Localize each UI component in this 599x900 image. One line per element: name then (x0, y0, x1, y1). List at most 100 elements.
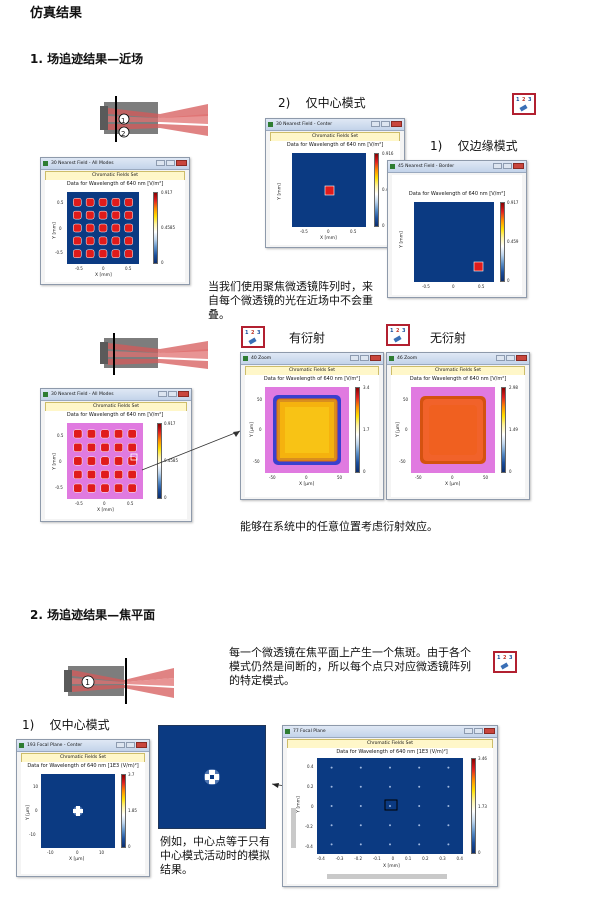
close-button[interactable] (370, 355, 381, 361)
minimize-button[interactable] (350, 355, 359, 361)
x-tick: -0.5 (300, 229, 308, 234)
lens-spot (100, 470, 110, 480)
window-icon (19, 743, 24, 748)
x-tick: 0.1 (404, 856, 412, 861)
close-button[interactable] (178, 391, 189, 397)
colorbar-min: 0 (478, 850, 481, 855)
lens-spot (86, 442, 96, 452)
page-title: 仿真结果 (30, 6, 83, 21)
close-button[interactable] (513, 163, 524, 169)
minimize-button[interactable] (371, 121, 380, 127)
horizontal-scrollbar[interactable] (327, 874, 447, 879)
window-zoom-diffraction[interactable]: 40 Zoom Chromatic Fields Set Data for Wa… (240, 352, 384, 500)
y-tick: -50 (399, 459, 406, 464)
field-plot (67, 192, 139, 264)
close-button[interactable] (136, 742, 147, 748)
window-all-modes-2[interactable]: 30 Nearest Field - All Modes Chromatic F… (40, 388, 192, 522)
window-title: 46 Zoom (397, 356, 418, 361)
lens-spot (124, 249, 133, 258)
lens-spot (85, 198, 95, 207)
marker-2: 2 (121, 130, 126, 138)
lens-spot (73, 223, 82, 233)
x-axis-label: X [µm] (69, 857, 85, 862)
lens-spot (127, 470, 137, 480)
x-axis-label: X [µm] (445, 482, 461, 487)
lens-spot (100, 483, 110, 493)
zoom-marker (384, 799, 398, 811)
x-tick: -0.1 (372, 856, 381, 861)
maximize-button[interactable] (381, 121, 390, 127)
minimize-button[interactable] (493, 163, 502, 169)
plot-unit: [1E3 (V/m)²] (416, 749, 448, 755)
window-title: 30 Nearest Field - Center (276, 122, 333, 127)
lens-spot (100, 429, 110, 439)
maximize-button[interactable] (166, 160, 175, 166)
window-focal-plane[interactable]: 77 Focal Plane Chromatic Fields Set Data… (282, 725, 498, 887)
y-tick: 0 (311, 804, 314, 809)
focal-spot (359, 824, 362, 827)
plot-unit: [V/m²] (147, 181, 164, 187)
field-plot (265, 387, 349, 473)
y-tick: 0 (59, 226, 62, 231)
y-tick: 0.4 (307, 764, 314, 769)
window-title: 30 Nearest Field - All Modes (51, 161, 114, 166)
close-button[interactable] (391, 121, 402, 127)
window-border[interactable]: 45 Nearest Field - Border Data for Wavel… (387, 160, 527, 298)
y-tick: -0.4 (305, 844, 313, 849)
colorbar (501, 387, 506, 473)
maximize-button[interactable] (506, 355, 515, 361)
minimize-button[interactable] (156, 160, 165, 166)
lens-spot (127, 429, 137, 439)
maximize-button[interactable] (503, 163, 512, 169)
plot-unit: [1E3 (V/m)²] (107, 763, 139, 769)
window-all-modes[interactable]: 30 Nearest Field - All Modes Chromatic F… (40, 157, 190, 285)
window-zoom-no-diffraction[interactable]: 46 Zoom Chromatic Fields Set Data for Wa… (386, 352, 530, 500)
x-tick: -0.4 (317, 856, 325, 861)
lens-spot (86, 483, 96, 493)
colorbar-max: 0.917 (507, 200, 519, 205)
vertical-scrollbar[interactable] (291, 808, 296, 848)
colorbar-max: 2.98 (509, 385, 518, 390)
x-tick: 0.2 (422, 856, 429, 861)
focal-spot (447, 785, 450, 788)
focal-spot (330, 805, 333, 807)
focal-spot (359, 785, 362, 788)
minimize-button[interactable] (464, 728, 473, 734)
focal-spot (447, 766, 450, 769)
minimize-button[interactable] (496, 355, 505, 361)
lens-spot (85, 210, 95, 220)
maximize-button[interactable] (126, 742, 135, 748)
x-tick: 0.5 (127, 501, 134, 506)
lens-spot (73, 249, 82, 258)
minimize-button[interactable] (116, 742, 125, 748)
x-axis-label: X [µm] (299, 482, 315, 487)
close-button[interactable] (516, 355, 527, 361)
y-tick: -50 (253, 459, 260, 464)
text-example: 例如，中心点等于只有中心模式活动时的模拟结果。 (160, 835, 270, 876)
close-button[interactable] (176, 160, 187, 166)
colorbar-min: 0 (507, 278, 510, 283)
maximize-button[interactable] (360, 355, 369, 361)
text-spot: 每一个微透镜在焦平面上产生一个焦斑。由于各个模式仍然是间断的，所以每个点只对应微… (229, 646, 471, 687)
plot-unit: [V/m²] (367, 142, 384, 148)
window-center[interactable]: 30 Nearest Field - Center Chromatic Fiel… (265, 118, 405, 248)
maximize-button[interactable] (168, 391, 177, 397)
close-button[interactable] (484, 728, 495, 734)
lens-spot (127, 483, 137, 493)
focal-spot (418, 785, 421, 788)
window-focal-center[interactable]: 193 Focal Plane - Center Chromatic Field… (16, 739, 150, 877)
marker-1: 1 (85, 678, 91, 687)
lens-spot (86, 456, 96, 466)
colorbar (500, 202, 505, 282)
minimize-button[interactable] (158, 391, 167, 397)
x-tick: 0 (327, 229, 330, 234)
lens-spot (86, 429, 96, 439)
lens-spot (114, 483, 124, 493)
x-tick: 0.5 (125, 266, 132, 271)
y-axis-label: Y [mm] (52, 453, 58, 470)
maximize-button[interactable] (474, 728, 483, 734)
